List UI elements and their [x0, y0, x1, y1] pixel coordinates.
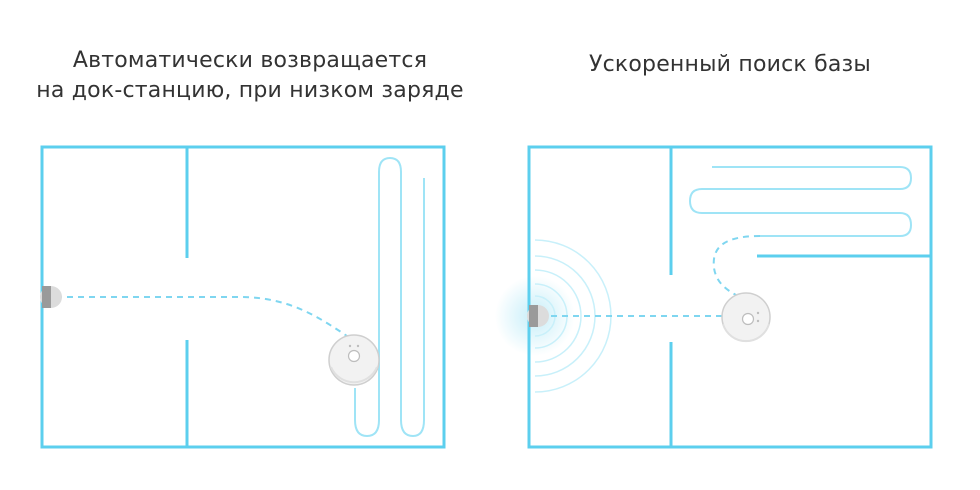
- right-charging-dock-icon: [527, 305, 549, 327]
- left-charging-dock-icon: [40, 286, 62, 308]
- left-robot-vacuum-icon: [328, 334, 380, 386]
- right-panel-caption: Ускоренный поиск базы: [510, 50, 950, 80]
- right-cleaning-path: [688, 166, 913, 237]
- left-caption-line-1: Автоматически возвращается: [72, 48, 428, 73]
- right-caption-line-1: Ускоренный поиск базы: [588, 52, 871, 77]
- left-cleaning-path: [354, 156, 425, 438]
- left-caption-line-2: на док-станцию, при низком заряде: [36, 78, 464, 103]
- left-floorplan: [40, 145, 446, 449]
- right-return-path-dashed: [545, 235, 761, 317]
- left-return-path-dashed: [56, 296, 351, 339]
- right-room-outer-wall: [527, 145, 933, 449]
- left-panel-caption: Автоматически возвращается на док-станци…: [20, 46, 480, 106]
- right-robot-vacuum-icon: [721, 292, 771, 343]
- right-floorplan: [495, 145, 933, 449]
